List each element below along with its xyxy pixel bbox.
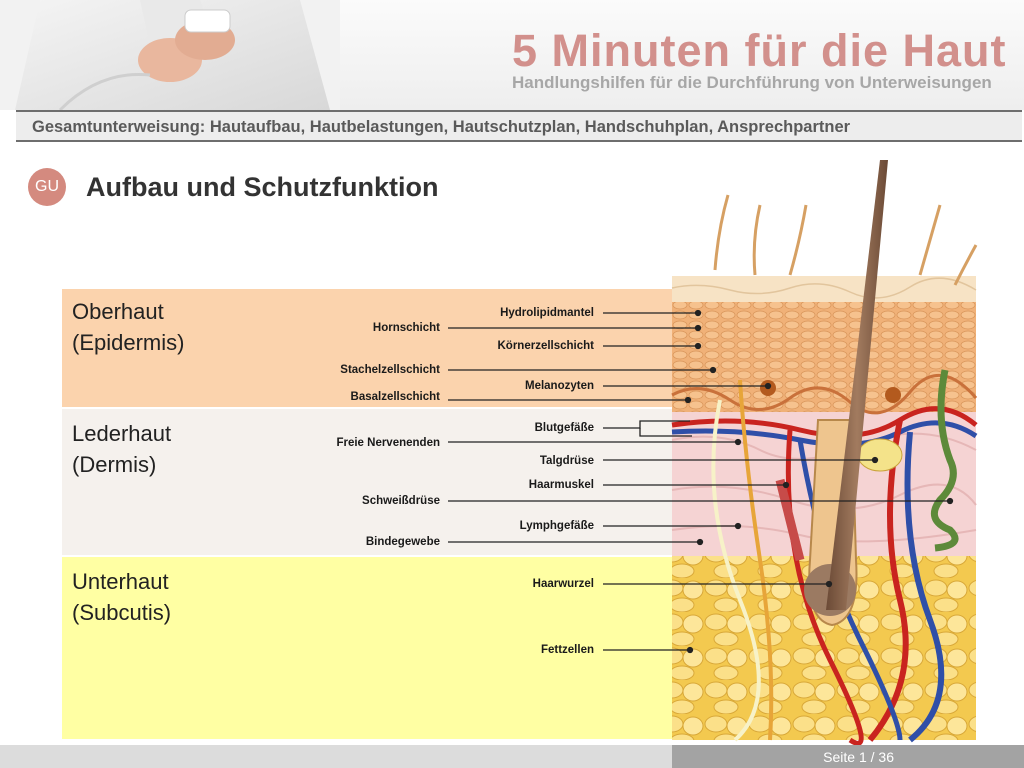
- layer-label-dermis: Lederhaut (Dermis): [72, 418, 171, 480]
- annotation-haarwurzel: Haarwurzel: [532, 578, 594, 590]
- band-epidermis: [62, 289, 676, 407]
- layer-label-epidermis: Oberhaut (Epidermis): [72, 296, 184, 358]
- layer-latin: (Dermis): [72, 452, 157, 477]
- annotation-blutgefaesse: Blutgefäße: [534, 422, 594, 434]
- annotation-freie-nervenenden: Freie Nervenenden: [336, 437, 440, 449]
- footer-page-area: Seite 1 / 36: [672, 745, 1024, 768]
- layer-latin: (Subcutis): [72, 600, 172, 625]
- section-badge: GU: [28, 168, 66, 206]
- annotation-schweissdruese: Schweißdrüse: [362, 495, 440, 507]
- layer-label-subcutis: Unterhaut (Subcutis): [72, 566, 171, 628]
- annotation-koernerzellschicht: Körnerzellschicht: [497, 340, 595, 352]
- hair-shaft: [826, 160, 888, 610]
- annotation-melanozyten: Melanozyten: [524, 380, 594, 392]
- annotation-fettzellen: Fettzellen: [540, 644, 594, 656]
- annotation-lymphgefaesse: Lymphgefäße: [519, 520, 594, 532]
- annotation-haarmuskel: Haarmuskel: [528, 479, 594, 491]
- page-title: Aufbau und Schutzfunktion: [86, 172, 439, 202]
- nurse-photo: [0, 0, 340, 110]
- page-number: Seite 1 / 36: [823, 749, 894, 765]
- stratum-corneum: [672, 276, 976, 302]
- header-banner: 5 Minuten für die Haut Handlungshilfen f…: [0, 0, 1024, 110]
- annotation-hornschicht: Hornschicht: [372, 322, 440, 334]
- annotation-hydrolipidmantel: Hydrolipidmantel: [500, 307, 594, 319]
- layer-name: Unterhaut: [72, 569, 169, 594]
- band-subcutis: [62, 557, 676, 739]
- band-dermis: [62, 409, 676, 555]
- topic-bar: Gesamtunterweisung: Hautaufbau, Hautbela…: [16, 110, 1022, 142]
- annotation-basalzellschicht: Basalzellschicht: [350, 391, 440, 403]
- brand-title: 5 Minuten für die Haut: [512, 25, 1007, 76]
- annotation-bindegewebe: Bindegewebe: [365, 536, 440, 548]
- layer-name: Lederhaut: [72, 421, 172, 446]
- epidermis-tissue: [672, 300, 976, 412]
- brand-subtitle: Handlungshilfen für die Durchführung von…: [512, 73, 992, 92]
- annotation-stachelzellschicht: Stachelzellschicht: [340, 364, 440, 376]
- topic-text: Gesamtunterweisung: Hautaufbau, Hautbela…: [32, 118, 851, 136]
- footer-bar: [0, 745, 672, 768]
- layer-latin: (Epidermis): [72, 330, 185, 355]
- layer-name: Oberhaut: [72, 299, 164, 324]
- annotation-talgdruese: Talgdrüse: [539, 455, 594, 467]
